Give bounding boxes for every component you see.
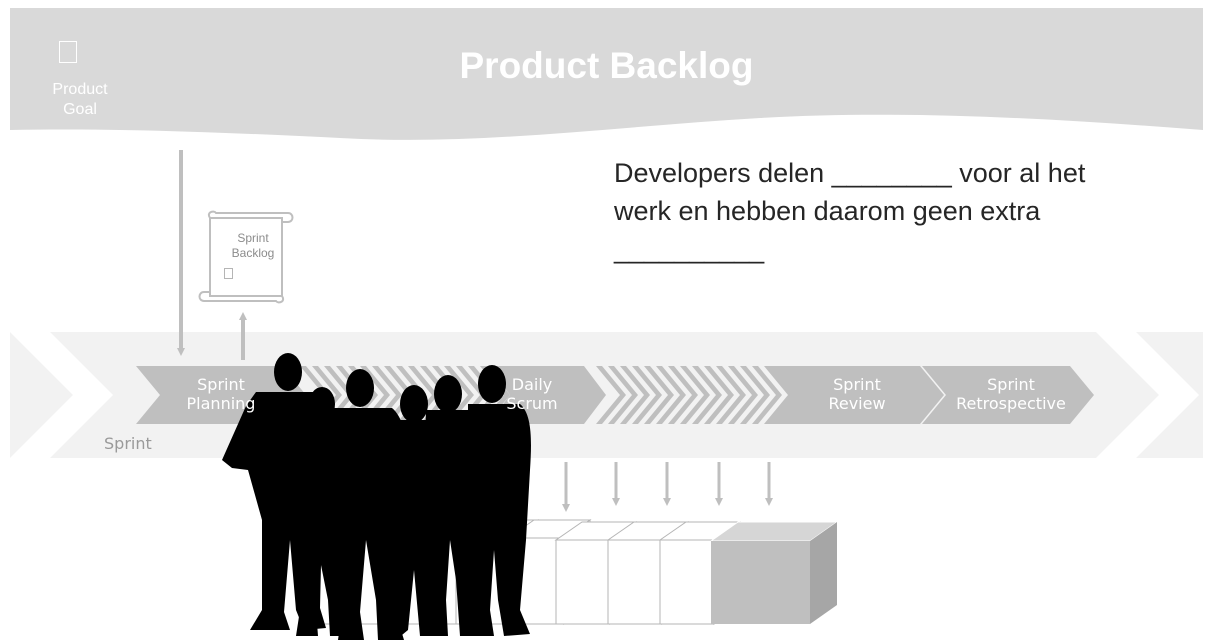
stripe-chevron	[644, 366, 674, 424]
stripe-chevron	[692, 366, 722, 424]
stripe-chevron	[632, 366, 662, 424]
product-goal-label: Product Goal	[36, 80, 124, 120]
stripe-chevron	[668, 366, 698, 424]
stripe-chevron	[596, 366, 626, 424]
stripe-chevron	[680, 366, 710, 424]
sprint-backlog-line2: Backlog	[231, 246, 275, 260]
stripe-chevron	[656, 366, 686, 424]
stripe-chevron	[752, 366, 782, 424]
sprint-backlog-label: Sprint Backlog	[212, 231, 294, 261]
sprint-label: Sprint	[104, 434, 152, 453]
chevron-sprint-retrospective	[922, 366, 1094, 424]
band-chevron-right	[1096, 332, 1199, 458]
question-line3: __________	[614, 234, 765, 264]
product-goal-document-icon	[59, 41, 77, 63]
increment-arrows	[562, 462, 773, 512]
product-backlog-banner	[10, 8, 1203, 140]
stripe-chevron	[728, 366, 758, 424]
sprint-planning-line2: Planning	[186, 394, 256, 413]
sprint-retrospective-line2: Retrospective	[956, 394, 1066, 413]
sprint-backlog-scroll	[198, 210, 294, 304]
sprint-planning-line1: Sprint	[197, 375, 245, 394]
sprint-backlog-line1: Sprint	[237, 231, 269, 245]
product-goal-line1: Product	[52, 81, 108, 98]
question-line2: werk en hebben daarom geen extra	[614, 196, 1041, 226]
daily-scrum-line1: Daily	[511, 375, 553, 394]
stripe-chevron	[716, 366, 746, 424]
product-backlog-title: Product Backlog	[459, 45, 754, 86]
daily-scrum-label: Daily Scrum	[462, 375, 602, 413]
sprint-review-line2: Review	[828, 394, 886, 413]
fill-in-question: Developers delen ________ voor al het we…	[614, 154, 1194, 268]
cube-icon	[709, 521, 839, 624]
chevron-sprint-review	[766, 366, 944, 424]
question-line1: Developers delen ________ voor al het	[614, 158, 1086, 188]
sprint-backlog-document-icon	[224, 268, 233, 279]
sprint-review-label: Sprint Review	[787, 375, 927, 413]
sprint-planning-label: Sprint Planning	[151, 375, 291, 413]
band-chevron-left	[10, 332, 113, 458]
stripe-chevron	[740, 366, 770, 424]
sprint-review-line1: Sprint	[833, 375, 881, 394]
sprint-retrospective-label: Sprint Retrospective	[941, 375, 1081, 413]
stripe-chevron	[620, 366, 650, 424]
stripe-chevron	[608, 366, 638, 424]
sprint-retrospective-line1: Sprint	[987, 375, 1035, 394]
people-silhouette-icon	[222, 353, 531, 640]
daily-scrum-line2: Scrum	[506, 394, 558, 413]
stripe-chevron	[704, 366, 734, 424]
product-goal-line2: Goal	[63, 101, 97, 118]
